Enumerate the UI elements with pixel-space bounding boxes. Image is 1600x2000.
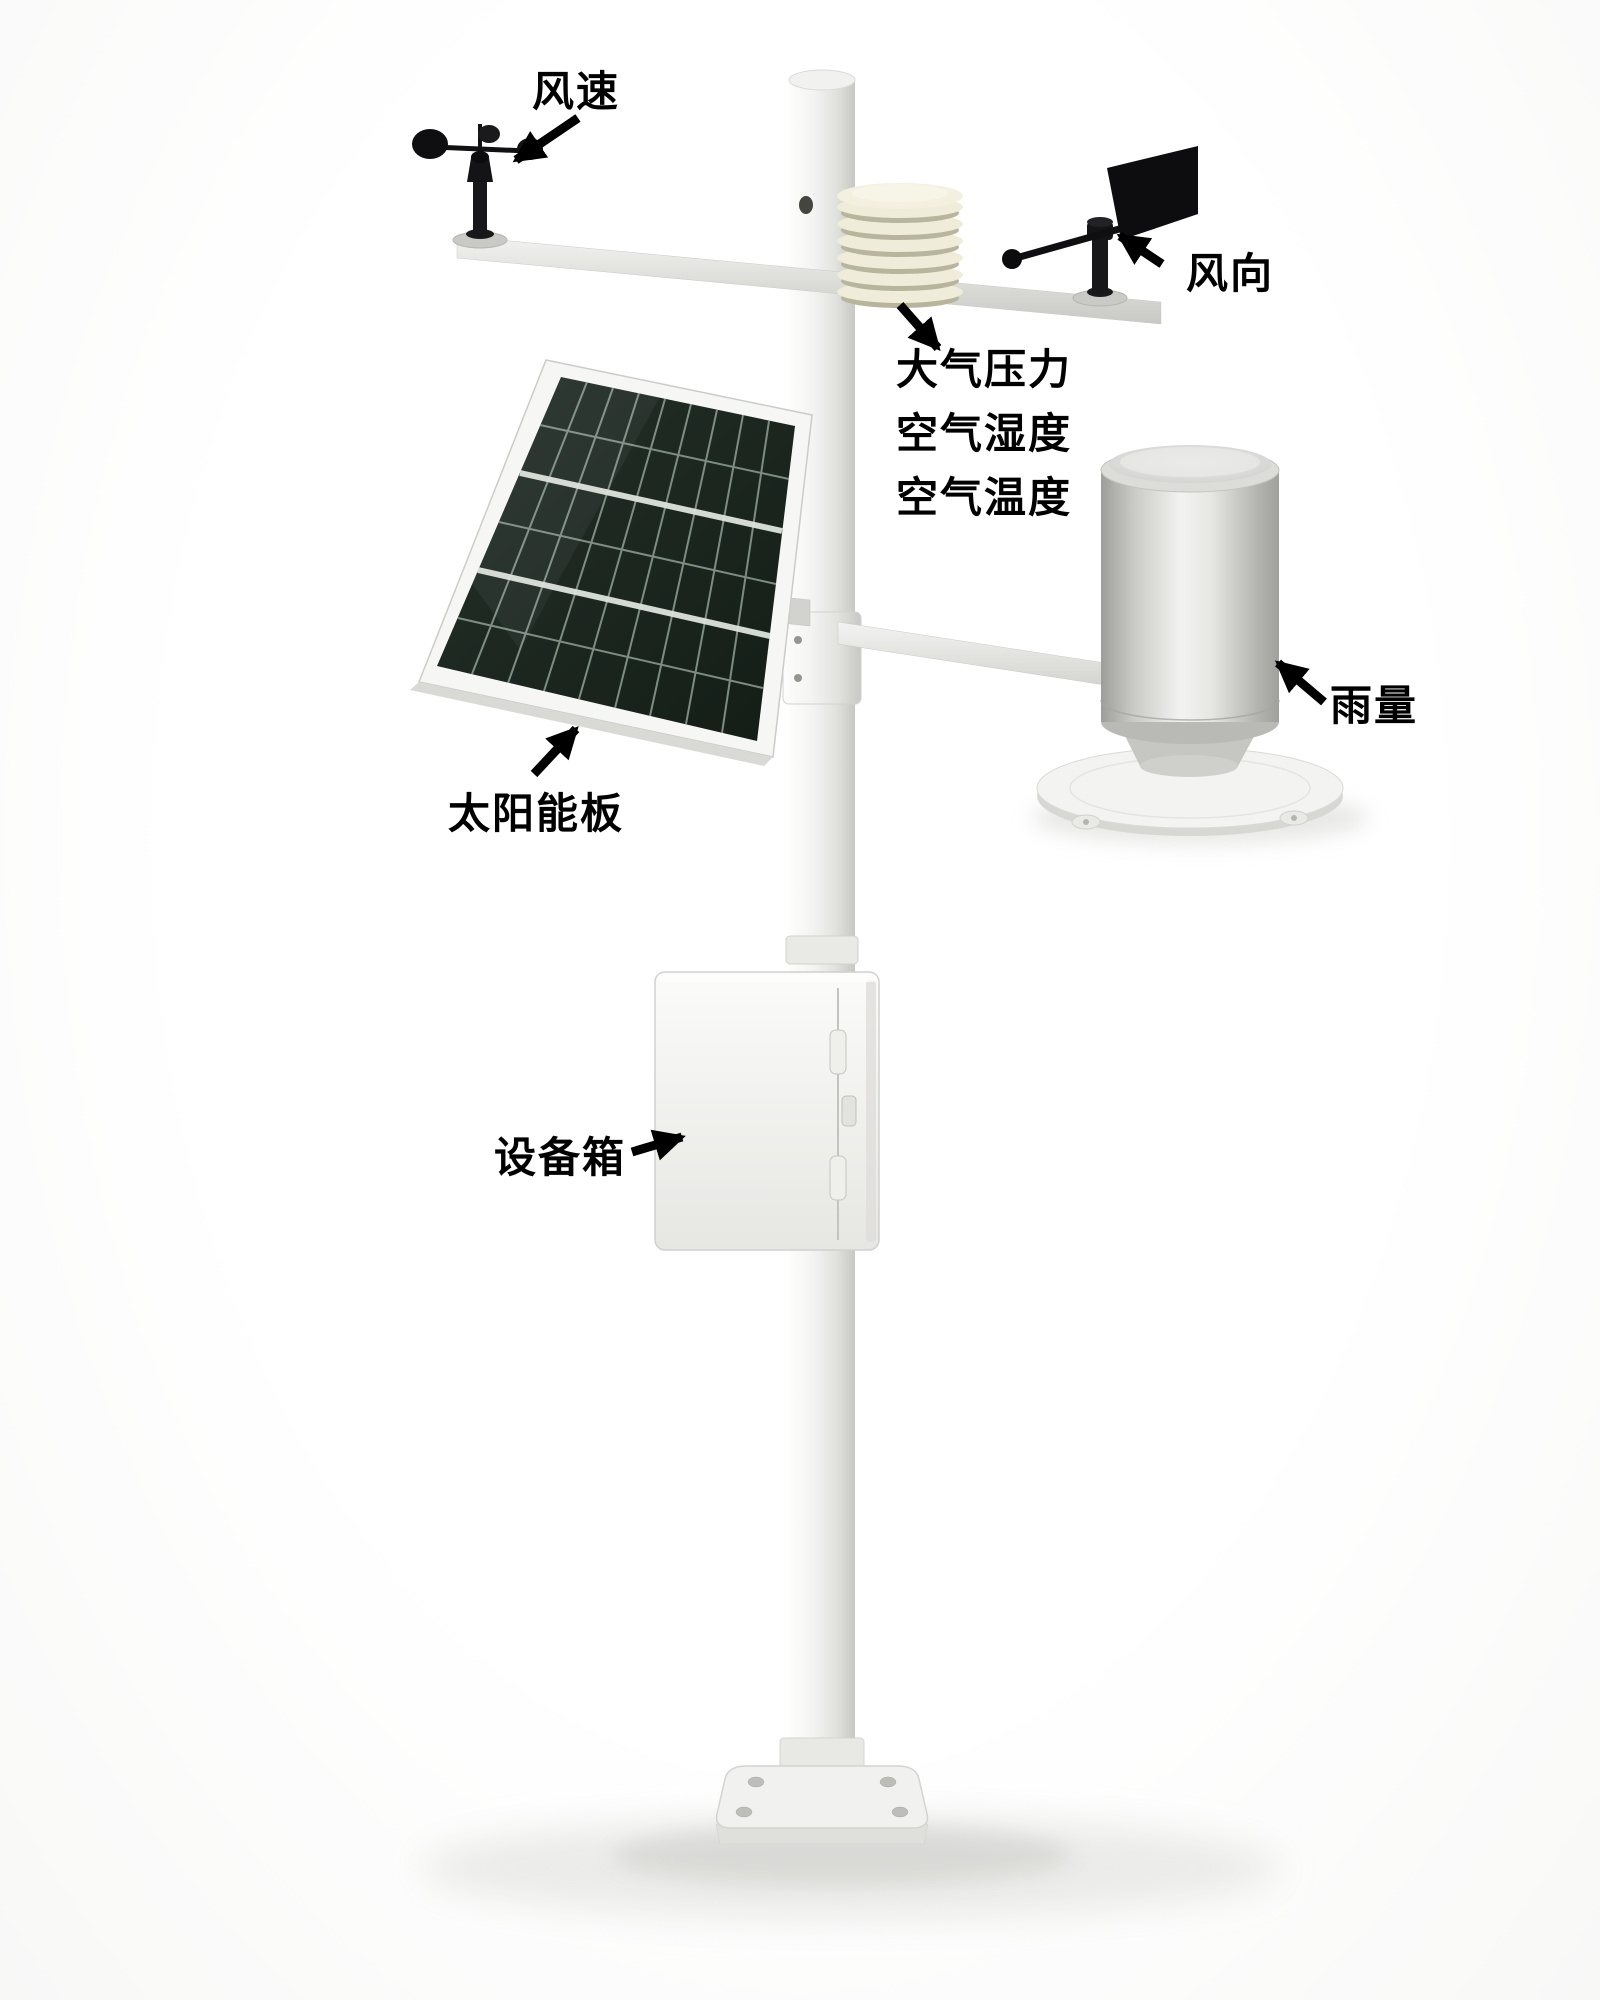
- equipment-box-label: 设备箱: [494, 1134, 627, 1181]
- solar-cell-grid: [457, 381, 790, 734]
- air-temperature-label: 空气温度: [896, 474, 1073, 521]
- annotation-arrows: [512, 114, 1327, 1161]
- wind-direction-arrow-icon: [1116, 232, 1165, 268]
- main-pole: [779, 69, 865, 1773]
- wind-speed-arrow-icon: [512, 114, 581, 164]
- wind-speed-label: 风速: [532, 68, 621, 115]
- sensor-stack-arrow-icon: [896, 302, 942, 351]
- radiation-shield: [837, 183, 963, 308]
- solar-panel-label: 太阳能板: [448, 790, 625, 837]
- wind-vane: [1002, 146, 1198, 307]
- solar-busbars: [477, 470, 783, 639]
- air-humidity-label: 空气湿度: [896, 410, 1073, 457]
- anemometer: [412, 124, 543, 249]
- rainfall-label: 雨量: [1330, 682, 1419, 729]
- rainfall-arrow-icon: [1274, 659, 1327, 706]
- solar-panel-arrow-icon: [530, 725, 580, 778]
- sensor-stack-label: 大气压力 空气湿度 空气温度: [896, 338, 1072, 530]
- base-plate: [715, 1765, 929, 1845]
- wind-direction-label: 风向: [1186, 250, 1275, 297]
- equipment-box-arrow-icon: [630, 1129, 686, 1161]
- rain-gauge: [1032, 445, 1368, 844]
- equipment-box: [654, 935, 880, 1251]
- atmospheric-pressure-label: 大气压力: [896, 346, 1073, 393]
- solar-panel: [410, 359, 813, 766]
